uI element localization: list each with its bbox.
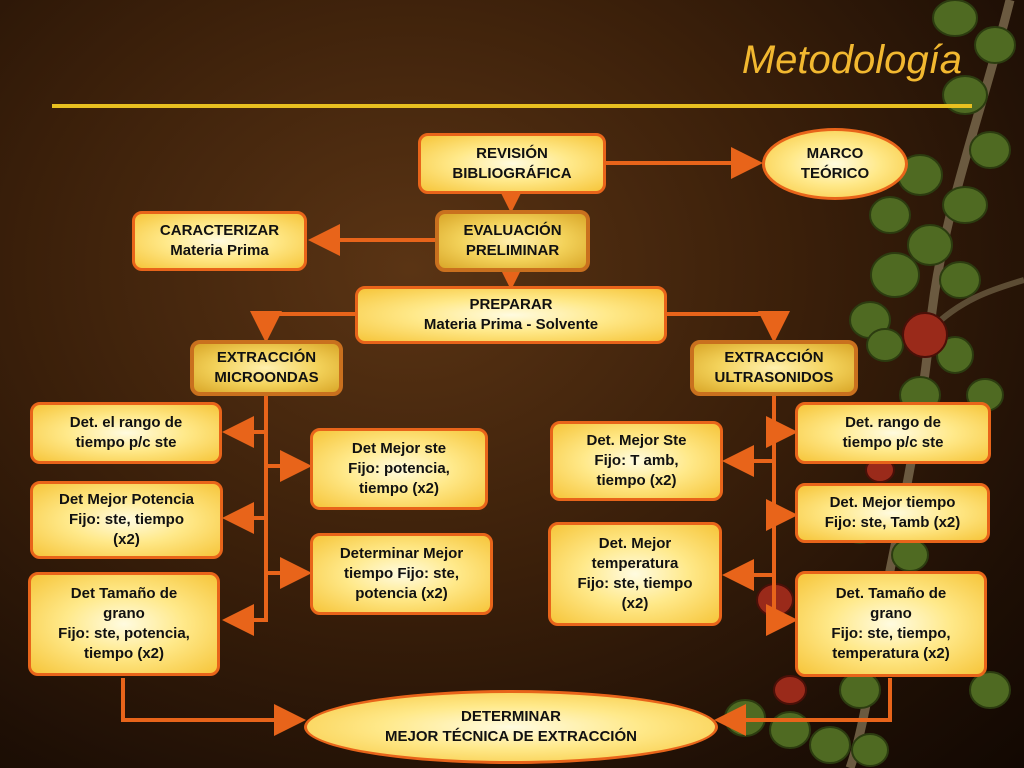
node-micro-tamano-grano: Det Tamaño de grano Fijo: ste, potencia,… [28,572,220,676]
page-title: Metodología [741,38,962,82]
node-micro-mejor-tiempo: Determinar Mejor tiempo Fijo: ste, poten… [310,533,493,615]
node-micro-mejor-potencia: Det Mejor Potencia Fijo: ste, tiempo (x2… [30,481,223,559]
node-ultra-rango-tiempo: Det. rango de tiempo p/c ste [795,402,991,464]
node-ultra-tamano-grano: Det. Tamaño de grano Fijo: ste, tiempo, … [795,571,987,677]
node-evaluacion-preliminar: EVALUACIÓN PRELIMINAR [435,210,590,272]
node-ultra-mejor-tiempo: Det. Mejor tiempo Fijo: ste, Tamb (x2) [795,483,990,543]
node-revision-bibliografica: REVISIÓN BIBLIOGRÁFICA [418,133,606,194]
node-ultra-mejor-ste: Det. Mejor Ste Fijo: T amb, tiempo (x2) [550,421,723,501]
node-determinar-mejor-tecnica: DETERMINAR MEJOR TÉCNICA DE EXTRACCIÓN [304,690,718,764]
node-extraccion-microondas: EXTRACCIÓN MICROONDAS [190,340,343,396]
node-ultra-mejor-temperatura: Det. Mejor temperatura Fijo: ste, tiempo… [548,522,722,626]
node-micro-rango-tiempo: Det. el rango de tiempo p/c ste [30,402,222,464]
title-underline [52,104,972,108]
node-marco-teorico: MARCO TEÓRICO [762,128,908,200]
node-micro-mejor-ste: Det Mejor ste Fijo: potencia, tiempo (x2… [310,428,488,510]
node-extraccion-ultrasonidos: EXTRACCIÓN ULTRASONIDOS [690,340,858,396]
node-caracterizar: CARACTERIZAR Materia Prima [132,211,307,271]
node-preparar: PREPARAR Materia Prima - Solvente [355,286,667,344]
